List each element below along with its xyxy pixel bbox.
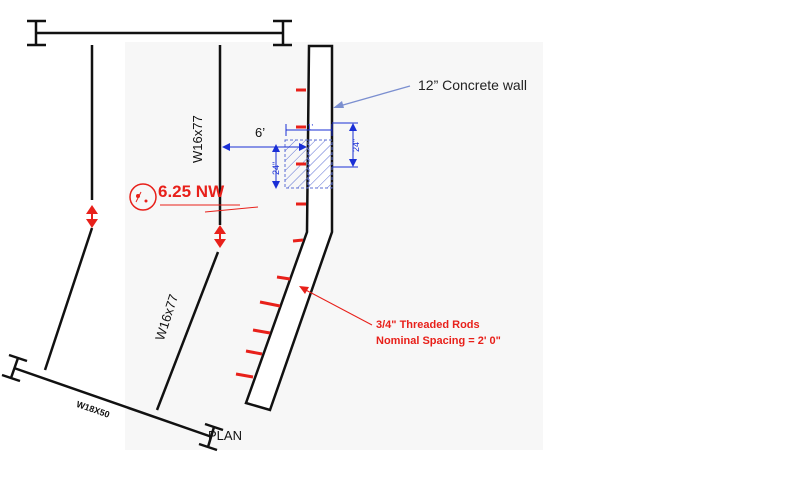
wall-label: 12” Concrete wall <box>418 77 527 93</box>
threaded-rod <box>245 349 263 356</box>
threaded-rod <box>252 328 271 335</box>
threaded-rod <box>276 275 291 281</box>
embed-plate-right <box>308 139 333 189</box>
left-angled-beam <box>43 227 94 371</box>
drawing-background <box>125 42 543 450</box>
mid-angled-beam <box>155 251 220 411</box>
dimension-24-left <box>272 144 280 189</box>
beam-label-top: W16x77 <box>190 115 205 163</box>
load-underline <box>160 204 259 213</box>
rods-label-line1: 3/4" Threaded Rods <box>376 319 480 331</box>
rods-label-line2: Nominal Spacing = 2' 0" <box>376 335 501 347</box>
connection-marker-mid <box>214 225 226 248</box>
dimension-top-1ft <box>285 122 358 136</box>
concrete-wall <box>244 44 334 412</box>
i-section-icon <box>27 19 46 47</box>
i-section-icon <box>1 353 28 383</box>
load-label: 6.25 NW <box>158 182 225 201</box>
dimension-6ft <box>222 143 307 151</box>
bottom-beam <box>1 353 224 452</box>
threaded-rod <box>292 238 304 243</box>
dimension-6ft-label: 6’ <box>255 125 266 140</box>
dimension-24-right-label: 24" <box>351 138 361 152</box>
threaded-rods <box>235 88 306 379</box>
dimension-1ft-label: 1' <box>307 123 313 132</box>
connection-marker-left <box>86 205 98 228</box>
wall-leader <box>333 85 411 108</box>
dimension-24-left-label: 24" <box>271 161 281 175</box>
top-beam <box>27 19 292 47</box>
threaded-rod <box>235 372 254 379</box>
rods-leader <box>299 286 373 326</box>
threaded-rod <box>259 300 281 308</box>
circle-load-icon <box>129 183 157 211</box>
i-section-icon <box>273 19 292 47</box>
plan-label: PLAN <box>208 428 242 443</box>
dimension-24-right <box>332 123 358 168</box>
i-section-icon <box>198 422 224 452</box>
